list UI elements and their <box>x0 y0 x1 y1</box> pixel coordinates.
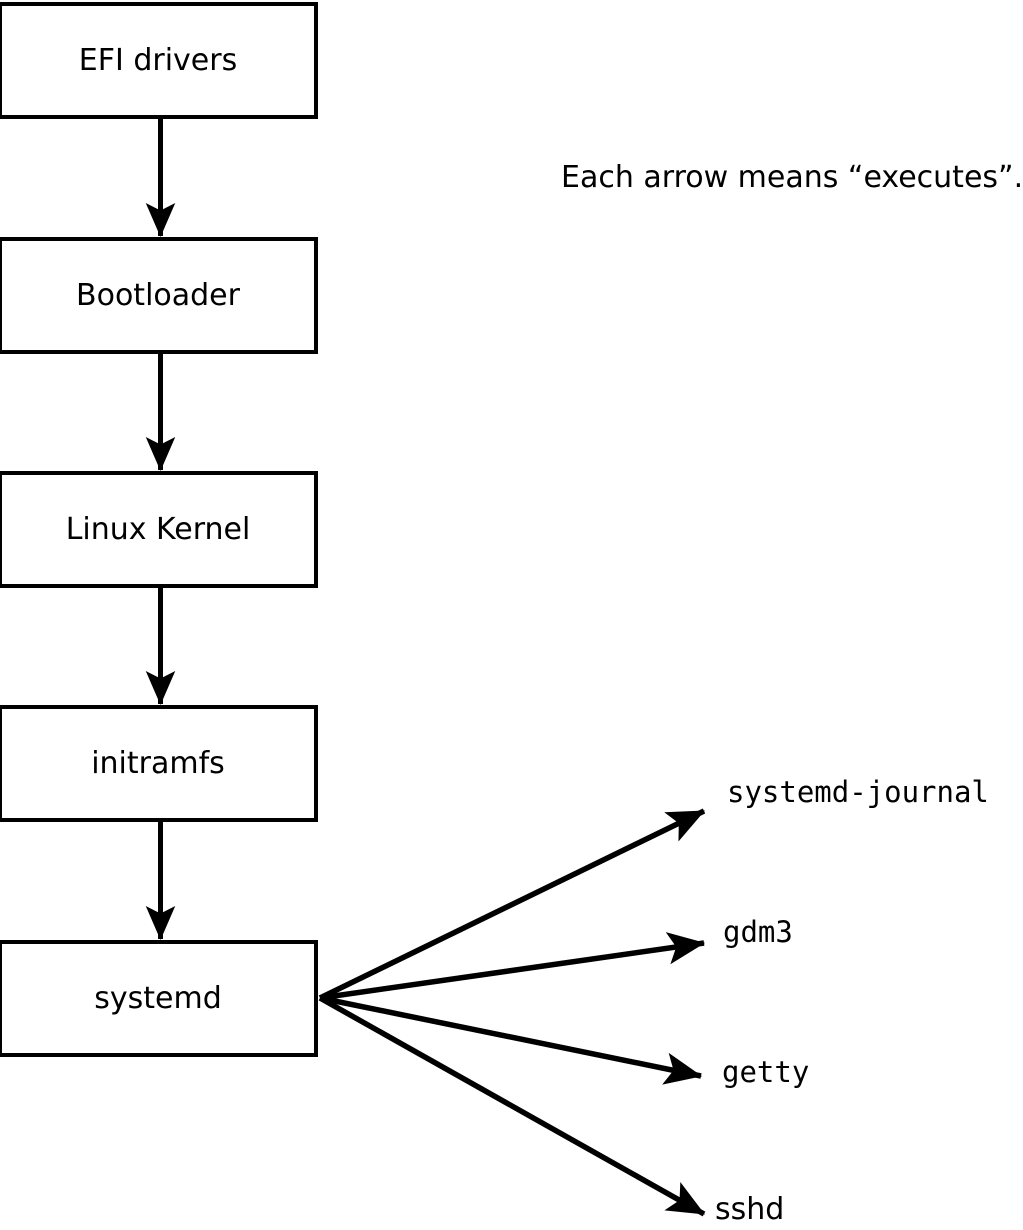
box-efi-drivers: EFI drivers <box>0 2 318 119</box>
box-initramfs-label: initramfs <box>91 745 225 781</box>
box-systemd: systemd <box>0 940 318 1057</box>
service-label-sshd: sshd <box>715 1192 785 1227</box>
box-bootloader-label: Bootloader <box>76 277 240 313</box>
service-label-gdm3: gdm3 <box>723 915 793 949</box>
box-bootloader: Bootloader <box>0 237 318 354</box>
box-linux-kernel-label: Linux Kernel <box>65 511 251 547</box>
box-linux-kernel: Linux Kernel <box>0 471 318 588</box>
box-initramfs: initramfs <box>0 705 318 822</box>
box-systemd-label: systemd <box>94 980 222 1016</box>
executes-arrow-systemd-to-gdm3 <box>319 932 706 1001</box>
arrow-meaning-note: Each arrow means “executes”. <box>561 160 1023 195</box>
box-efi-drivers-label: EFI drivers <box>78 42 238 78</box>
executes-arrow-systemd-to-sshd <box>318 995 706 1217</box>
service-label-systemd-journal: systemd-journal <box>727 775 989 809</box>
executes-arrow-systemd-to-getty <box>319 995 703 1085</box>
service-label-getty: getty <box>722 1055 810 1089</box>
executes-arrow-systemd-to-journal <box>318 808 706 1001</box>
